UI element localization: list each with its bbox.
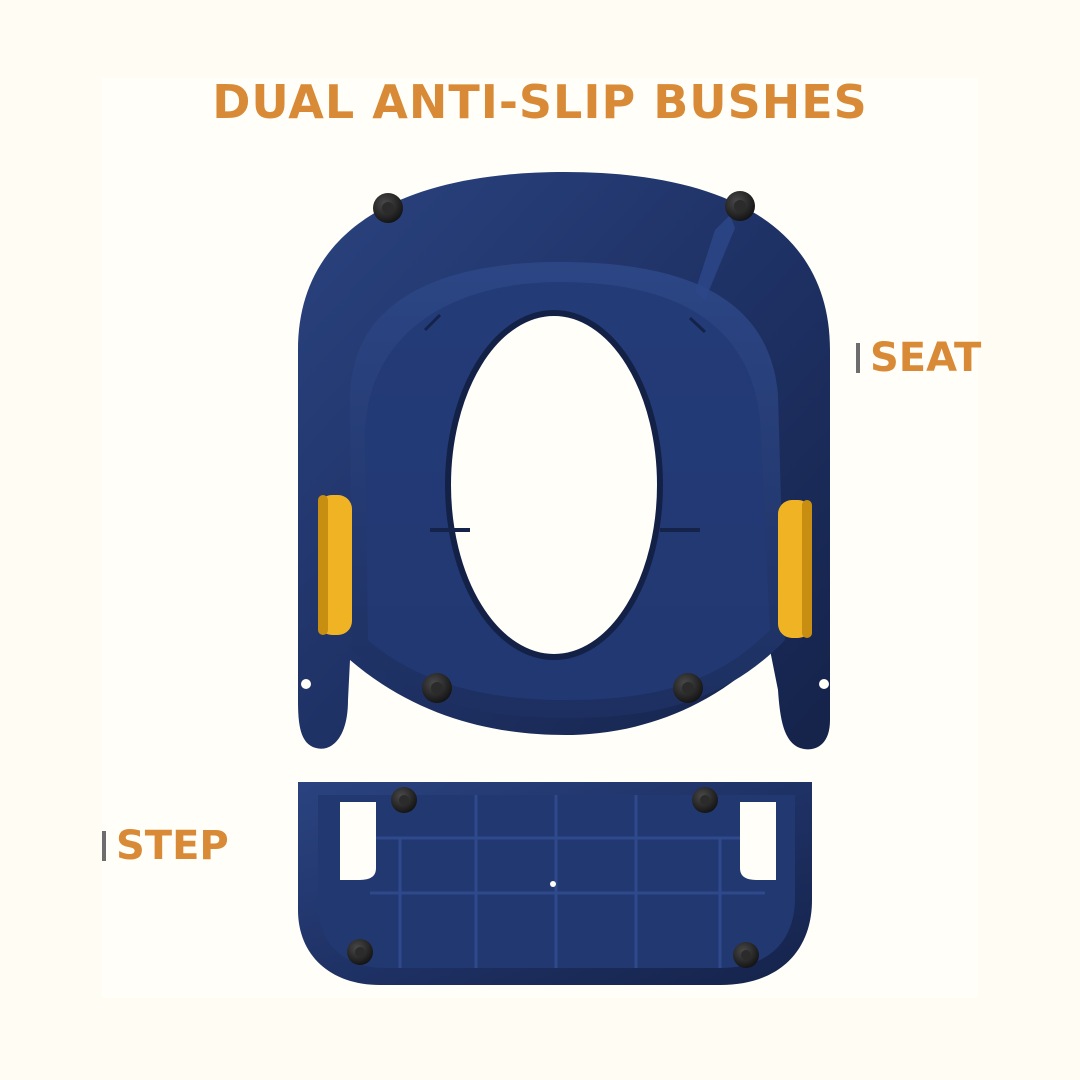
anti-slip-bush-icon	[692, 787, 718, 813]
seat-label-text: SEAT	[870, 335, 982, 381]
anti-slip-bush-icon	[733, 942, 759, 968]
headline: DUAL ANTI-SLIP BUSHES	[212, 75, 868, 129]
seat-label: SEAT	[856, 334, 981, 382]
anti-slip-bush-icon	[673, 673, 703, 703]
marker-bar	[102, 831, 106, 861]
anti-slip-bush-icon	[422, 673, 452, 703]
step-bushes	[347, 787, 759, 968]
marker-bar	[856, 343, 860, 373]
anti-slip-bush-icon	[391, 787, 417, 813]
anti-slip-bush-icon	[373, 193, 403, 223]
anti-slip-bush-icon	[347, 939, 373, 965]
seat-shell	[298, 172, 830, 750]
yellow-handles	[318, 495, 812, 638]
step-shell	[298, 782, 812, 985]
step-label: STEP	[102, 822, 229, 870]
anti-slip-bush-icon	[725, 191, 755, 221]
step-label-text: STEP	[116, 823, 229, 869]
seat-bushes	[373, 191, 755, 703]
